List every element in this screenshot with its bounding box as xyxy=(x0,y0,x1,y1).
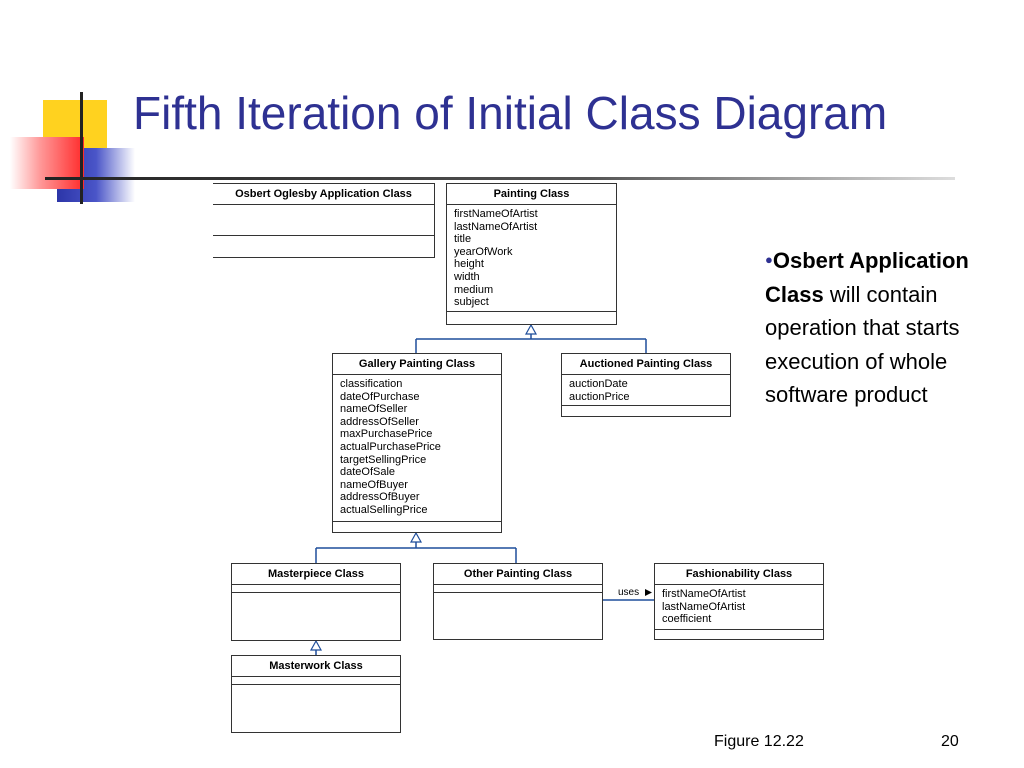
attribute: width xyxy=(454,270,480,283)
attribute: lastNameOfArtist xyxy=(454,220,538,233)
class-box-masterwork: Masterwork Class xyxy=(231,655,401,733)
attribute: actualPurchasePrice xyxy=(340,440,441,453)
class-name: Auctioned Painting Class xyxy=(562,354,730,375)
class-box-fashionability: Fashionability Class firstNameOfArtist l… xyxy=(654,563,824,640)
class-name: Masterwork Class xyxy=(232,656,400,677)
attribute: firstNameOfArtist xyxy=(662,588,746,600)
uses-arrowhead xyxy=(645,589,652,596)
attribute: subject xyxy=(454,296,489,309)
attribute: addressOfSeller xyxy=(340,415,419,428)
bullet-point: ●Osbert Application Class will contain o… xyxy=(765,243,995,412)
bullet-rest-text: will contain operation that starts execu… xyxy=(765,281,960,408)
red-square-decoration xyxy=(10,137,84,189)
class-name: Gallery Painting Class xyxy=(333,354,501,375)
class-name: Other Painting Class xyxy=(434,564,602,585)
attribute: nameOfSeller xyxy=(340,403,408,416)
attribute: firstNameOfArtist xyxy=(454,208,538,220)
attribute: auctionPrice xyxy=(569,390,630,403)
attribute: actualSellingPrice xyxy=(340,503,428,516)
attribute: addressOfBuyer xyxy=(340,491,420,504)
class-attributes: classification dateOfPurchase nameOfSell… xyxy=(333,375,501,522)
vertical-rule-decoration xyxy=(80,92,83,204)
class-attributes xyxy=(213,205,434,236)
inheritance-arrowhead-masterpiece xyxy=(309,639,323,651)
bullet-bold-text: Osbert Application Class xyxy=(765,248,969,307)
attribute: lastNameOfArtist xyxy=(662,600,746,613)
class-box-painting: Painting Class firstNameOfArtist lastNam… xyxy=(446,183,617,325)
class-attributes xyxy=(232,585,400,593)
class-name: Osbert Oglesby Application Class xyxy=(213,184,434,205)
attribute: medium xyxy=(454,283,494,296)
attribute: dateOfSale xyxy=(340,466,396,479)
slide-title: Fifth Iteration of Initial Class Diagram xyxy=(133,87,888,139)
attribute: targetSellingPrice xyxy=(340,453,427,466)
class-attributes: auctionDate auctionPrice xyxy=(562,375,730,406)
class-box-gallery-painting: Gallery Painting Class classification da… xyxy=(332,353,502,533)
class-name: Fashionability Class xyxy=(655,564,823,585)
inheritance-arrowhead-painting xyxy=(524,323,538,335)
attribute: maxPurchasePrice xyxy=(340,428,433,441)
attribute: classification xyxy=(340,378,403,390)
attribute: yearOfWork xyxy=(454,245,513,258)
class-name: Masterpiece Class xyxy=(232,564,400,585)
class-box-other-painting: Other Painting Class xyxy=(433,563,603,640)
class-name: Painting Class xyxy=(447,184,616,205)
inheritance-arrowhead-gallery xyxy=(409,531,423,543)
horizontal-rule-decoration xyxy=(45,177,955,180)
class-attributes xyxy=(232,677,400,685)
attribute: dateOfPurchase xyxy=(340,390,420,403)
attribute: auctionDate xyxy=(569,378,628,390)
figure-caption: Figure 12.22 xyxy=(714,733,804,750)
bullet-dot-icon: ● xyxy=(765,252,773,267)
attribute: title xyxy=(454,233,472,246)
class-box-osbert-application: Osbert Oglesby Application Class xyxy=(213,183,435,258)
class-attributes: firstNameOfArtist lastNameOfArtist coeff… xyxy=(655,585,823,630)
class-attributes xyxy=(434,585,602,593)
class-box-masterpiece: Masterpiece Class xyxy=(231,563,401,641)
class-attributes: firstNameOfArtist lastNameOfArtist title… xyxy=(447,205,616,312)
attribute: coefficient xyxy=(662,613,712,626)
attribute: nameOfBuyer xyxy=(340,478,408,491)
attribute: height xyxy=(454,258,484,271)
class-box-auctioned-painting: Auctioned Painting Class auctionDate auc… xyxy=(561,353,731,417)
page-number: 20 xyxy=(941,733,959,750)
uses-label: uses xyxy=(618,587,640,598)
